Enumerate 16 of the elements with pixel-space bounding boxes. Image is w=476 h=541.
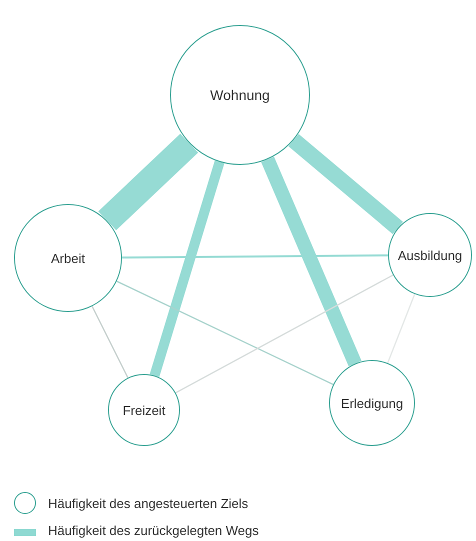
connector-line [98,134,198,230]
node-label: Erledigung [340,396,404,410]
node-label: Ausbildung [398,248,462,262]
connector-line [122,254,388,259]
node-label: Wohnung [210,87,270,103]
node-label: Freizeit [122,402,166,418]
connector-line [175,274,394,394]
connector-line [116,280,334,386]
connector-line [92,306,128,378]
connector-line [261,156,362,366]
legend-text: Häufigkeit des zurückgelegten Wegs [48,523,259,538]
connector-line [150,160,224,378]
connector-line [288,134,404,234]
node-label: Arbeit [51,250,85,266]
legend-text: Häufigkeit des angesteuerten Ziels [48,496,248,510]
connector-line [387,294,416,364]
